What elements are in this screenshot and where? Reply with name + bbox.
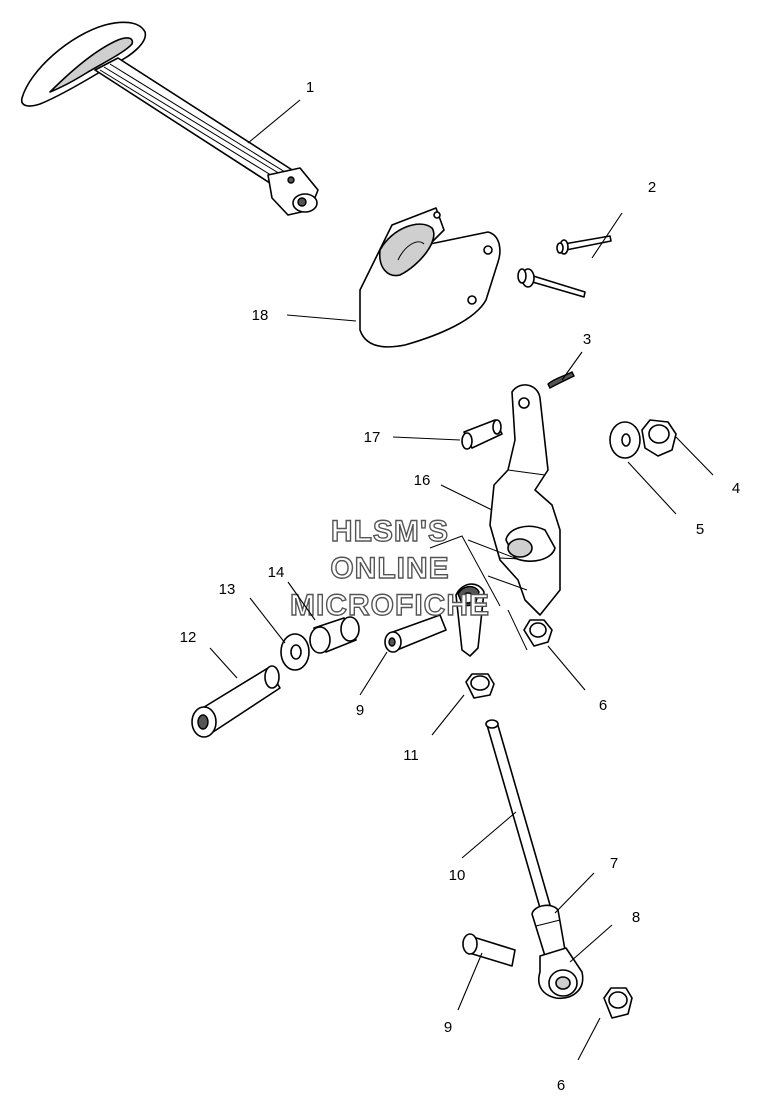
callout-14: 14 [268,564,285,581]
part-2-rivets [517,235,612,298]
callout-11: 11 [403,747,419,764]
callout-9-lower: 9 [444,1019,452,1036]
watermark: HLSM'S ONLINE MICROFICHE [289,514,490,622]
part-8-ball-joint [538,947,584,999]
part-5-washer [609,421,641,459]
callout-9-upper: 9 [356,702,364,719]
callout-10: 10 [449,867,466,884]
part-14-bushing [309,616,360,654]
part-16-pivot-bracket [489,384,561,616]
callout-16: 16 [414,472,431,489]
part-3-cotter-pin [547,371,575,389]
part-10-rod [485,719,551,909]
callout-18: 18 [252,307,269,324]
part-9-bolt-upper [384,614,447,653]
part-18-bracket-plate [359,207,501,348]
callout-13: 13 [219,581,236,598]
part-12-sleeve [191,665,281,738]
watermark-line-3: MICROFICHE [290,589,490,622]
callout-1: 1 [306,79,314,96]
leader-lines [209,99,714,1061]
assembly-guide-lines [429,535,528,651]
callout-5: 5 [696,521,704,538]
callout-6-upper: 6 [599,697,607,714]
callout-17: 17 [364,429,381,446]
part-4-locknut [641,419,677,457]
callout-6-lower: 6 [557,1077,565,1094]
part-9-bolt-lower [462,933,516,967]
watermark-line-1: HLSM'S [331,515,449,548]
part-11-nut [465,673,495,699]
watermark-line-2: ONLINE [330,552,449,585]
callout-2: 2 [648,179,656,196]
callout-4: 4 [732,480,740,497]
part-7-rod-end [531,904,566,957]
part-17-pin [461,419,503,450]
part-13-washer [280,633,310,671]
callout-labels: 1 2 3 4 5 6 6 7 8 9 9 10 11 12 13 14 16 … [180,79,741,1094]
part-6-nut-lower [603,987,633,1019]
bell-crank-link [455,583,485,657]
part-1-handle-lever [20,21,319,216]
callout-12: 12 [180,629,197,646]
part-6-nut-upper [523,619,553,647]
callout-7: 7 [610,855,618,872]
callout-8: 8 [632,909,640,926]
callout-3: 3 [583,331,591,348]
